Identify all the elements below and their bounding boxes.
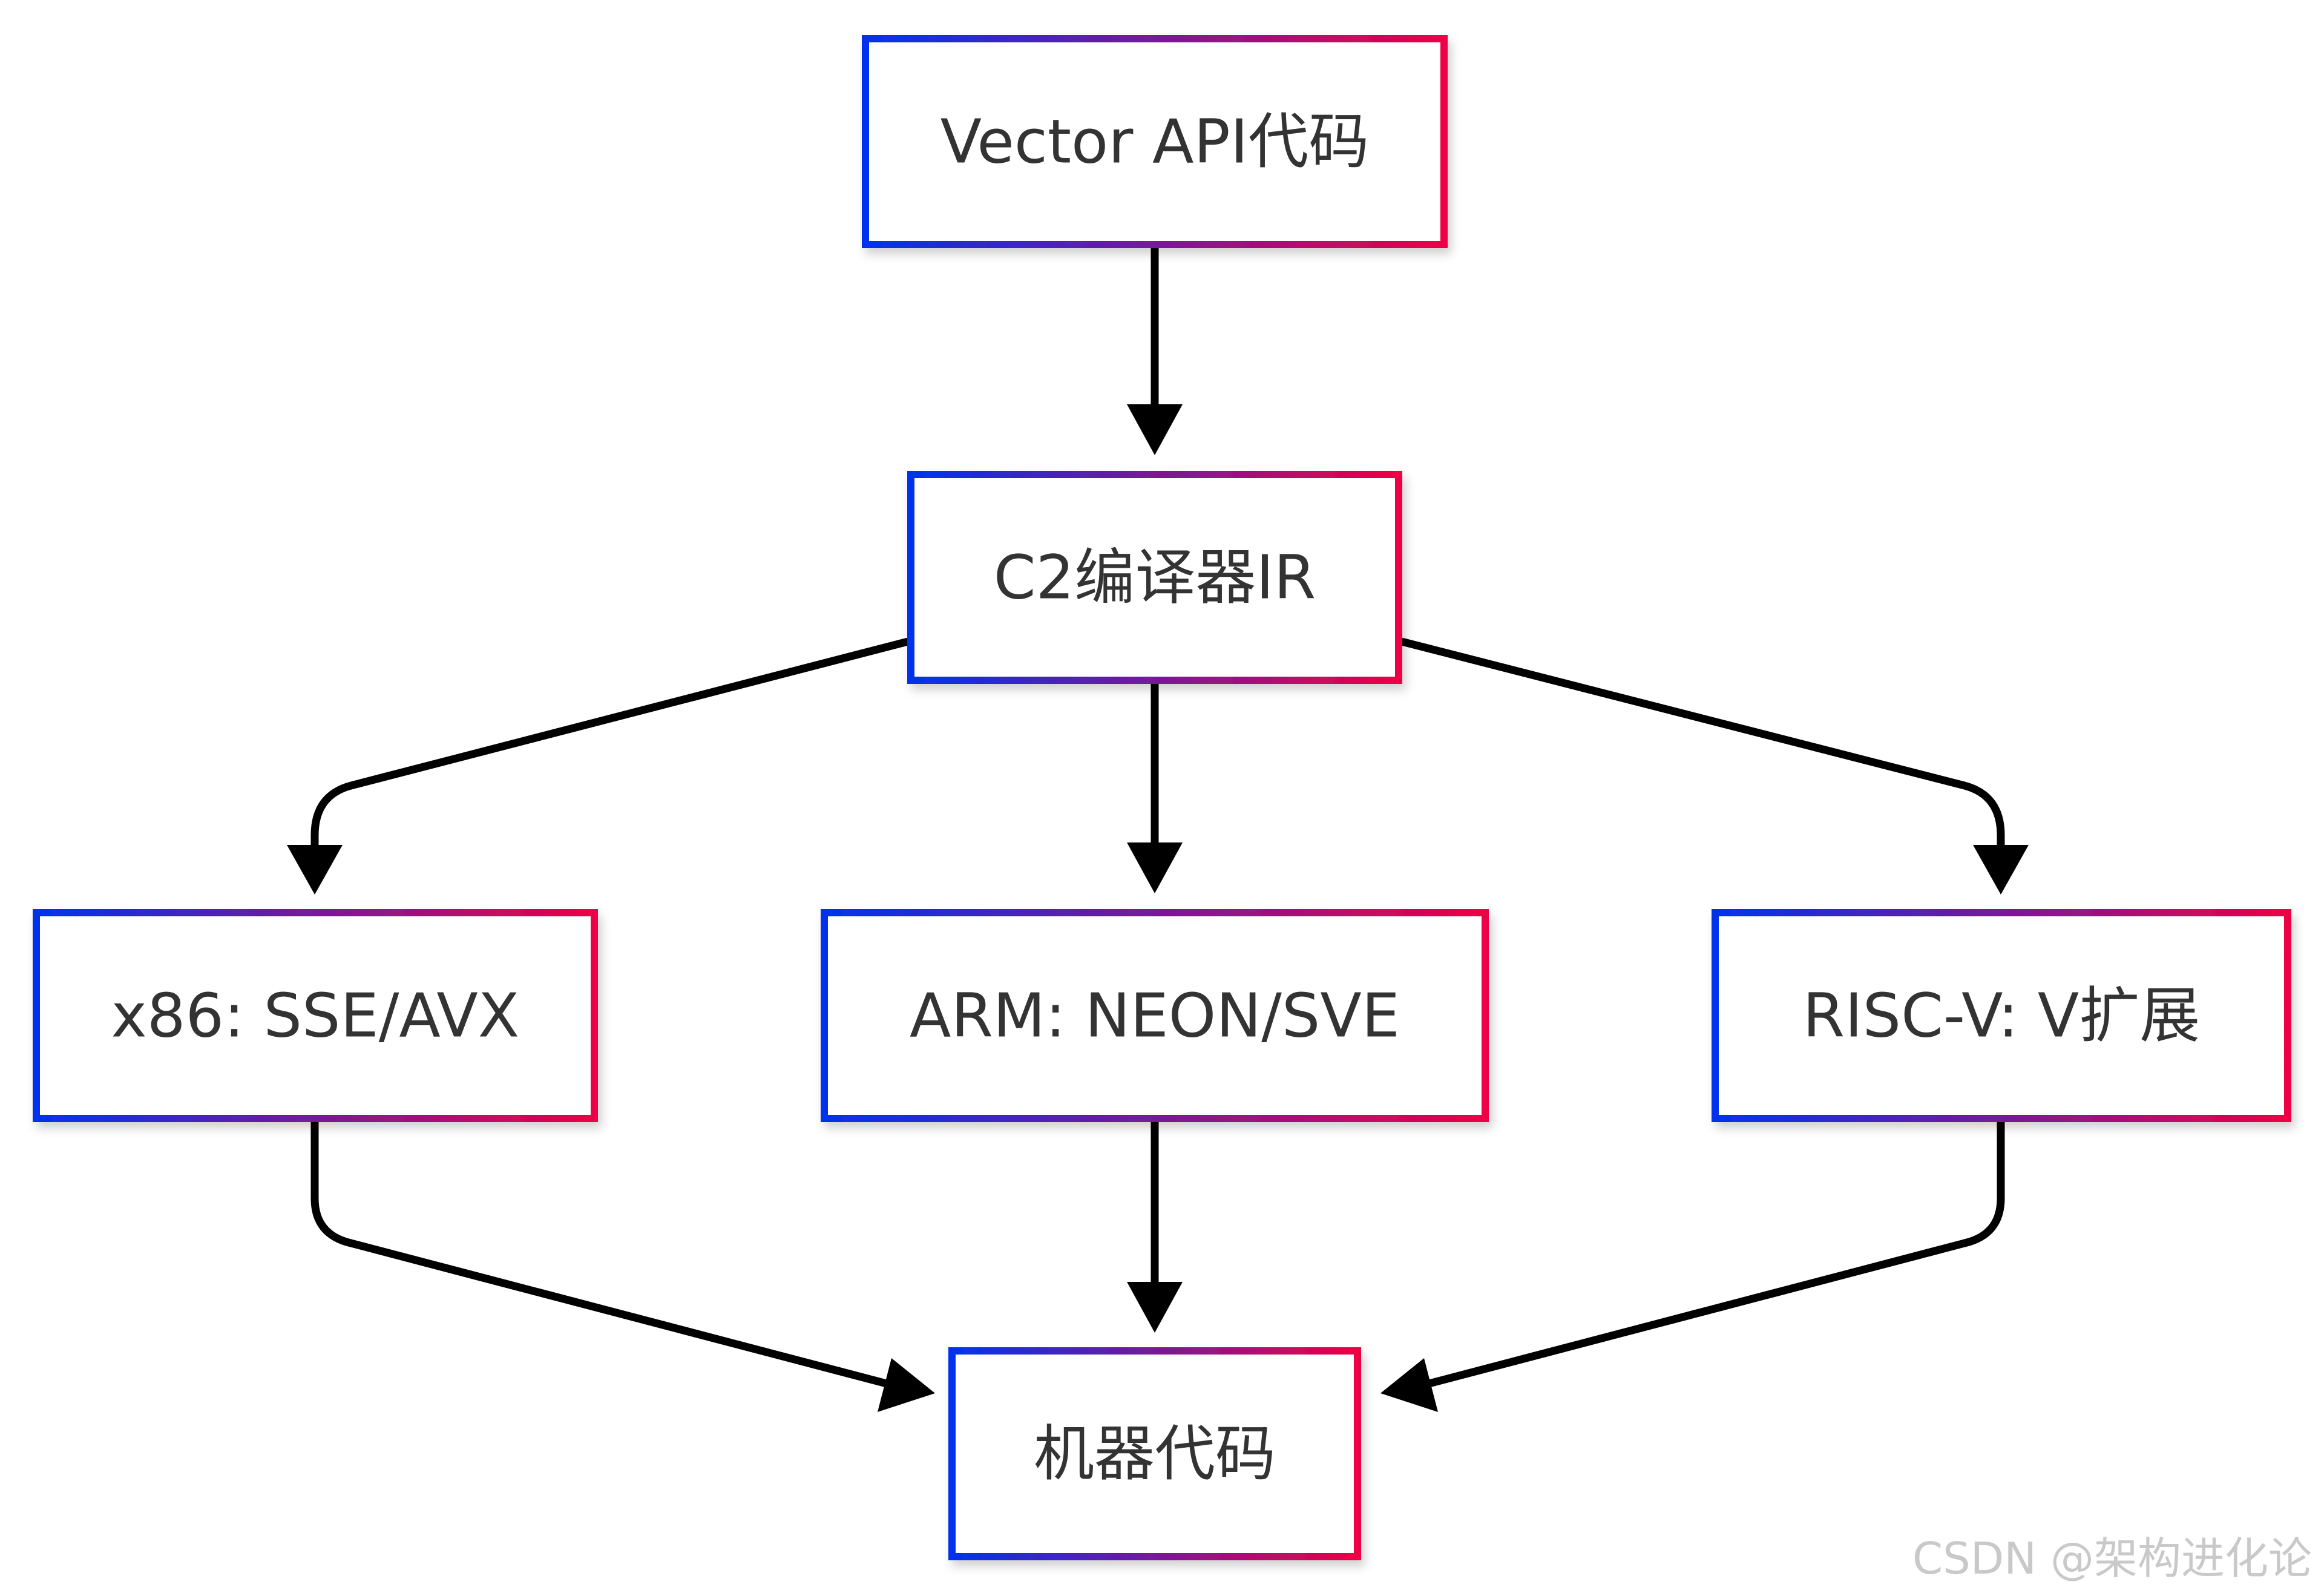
node-machine-code: 机器代码 bbox=[948, 1347, 1361, 1560]
edges bbox=[287, 247, 2029, 1412]
node-vector-api: Vector API代码 bbox=[862, 35, 1448, 248]
node-c2-ir: C2编译器IR bbox=[907, 471, 1402, 684]
node-machine-code-label: 机器代码 bbox=[1034, 1419, 1276, 1489]
watermark: CSDN @架构进化论 bbox=[1912, 1533, 2312, 1584]
node-x86: x86: SSE/AVX bbox=[33, 909, 598, 1122]
arrowhead-machine-code-center bbox=[1127, 1282, 1183, 1333]
node-c2-ir-label: C2编译器IR bbox=[994, 542, 1316, 613]
arrowhead-x86 bbox=[287, 845, 343, 895]
node-x86-label: x86: SSE/AVX bbox=[111, 980, 520, 1051]
arrowhead-arm bbox=[1127, 842, 1183, 893]
node-arm-label: ARM: NEON/SVE bbox=[910, 980, 1400, 1051]
edge-riscv-to-machine-code bbox=[1419, 1121, 2005, 1390]
arrowhead-machine-code-left bbox=[878, 1358, 935, 1412]
arrowhead-riscv bbox=[1973, 845, 2029, 895]
node-vector-api-label: Vector API代码 bbox=[940, 107, 1370, 177]
edge-x86-to-machine-code bbox=[310, 1121, 897, 1390]
node-riscv-label: RISC-V: V扩展 bbox=[1803, 980, 2201, 1051]
edge-c2-ir-to-x86 bbox=[310, 637, 909, 850]
arrowhead-c2-ir bbox=[1127, 404, 1183, 455]
arrowhead-machine-code-right bbox=[1380, 1358, 1438, 1412]
node-riscv: RISC-V: V扩展 bbox=[1712, 909, 2291, 1122]
node-arm: ARM: NEON/SVE bbox=[821, 909, 1489, 1122]
edge-c2-ir-to-riscv bbox=[1400, 637, 2005, 850]
